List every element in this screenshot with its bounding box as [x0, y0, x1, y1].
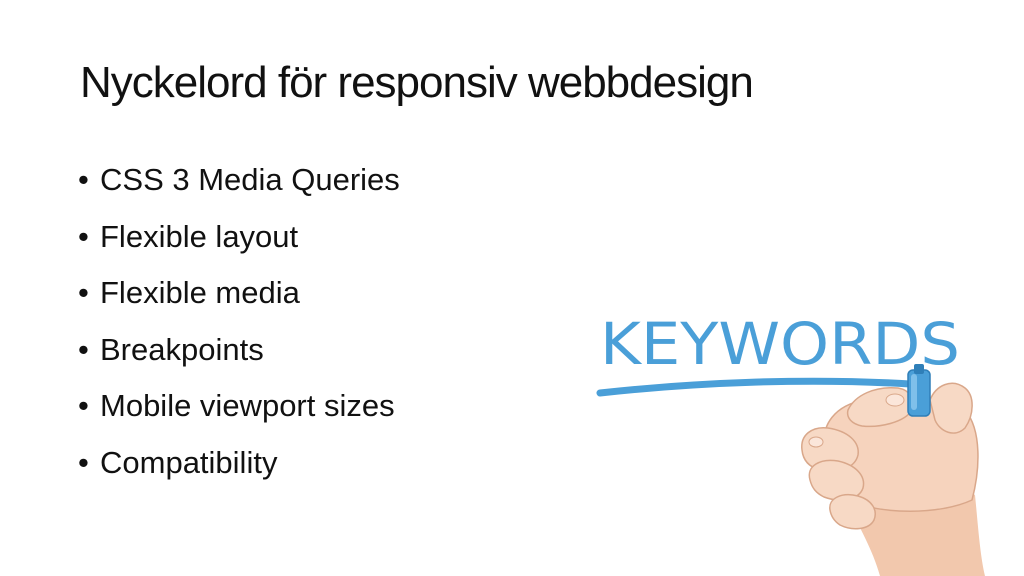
bullet-item: • Mobile viewport sizes: [78, 384, 400, 441]
bullet-dot: •: [78, 444, 89, 480]
hand-icon: [801, 382, 985, 576]
bullet-item: • CSS 3 Media Queries: [78, 158, 400, 215]
bullet-dot: •: [78, 218, 89, 254]
slide-title: Nyckelord för responsiv webbdesign: [80, 58, 754, 107]
bullet-item: • Compatibility: [78, 441, 400, 498]
bullet-item: • Flexible media: [78, 271, 400, 328]
bullet-text: Mobile viewport sizes: [100, 388, 395, 423]
hand-writing-keywords-illustration: KEYWORDS: [596, 310, 985, 576]
bullet-list: • CSS 3 Media Queries • Flexible layout • F…: [78, 158, 400, 497]
bullet-text: Flexible layout: [100, 218, 299, 254]
bullet-text: CSS 3 Media Queries: [100, 162, 400, 197]
bullet-text: Compatibility: [100, 444, 278, 480]
keywords-text: KEYWORDS: [600, 310, 960, 378]
bullet-item: • Breakpoints: [78, 328, 400, 385]
bullet-dot: •: [78, 275, 89, 310]
bullet-text: Breakpoints: [100, 331, 264, 367]
bullet-dot: •: [78, 388, 89, 423]
bullet-dot: •: [78, 331, 89, 367]
marker-icon: [907, 364, 931, 417]
bullet-dot: •: [78, 162, 89, 197]
bullet-text: Flexible media: [100, 275, 300, 310]
underline-stroke: [596, 377, 914, 397]
bullet-item: • Flexible layout: [78, 215, 400, 272]
